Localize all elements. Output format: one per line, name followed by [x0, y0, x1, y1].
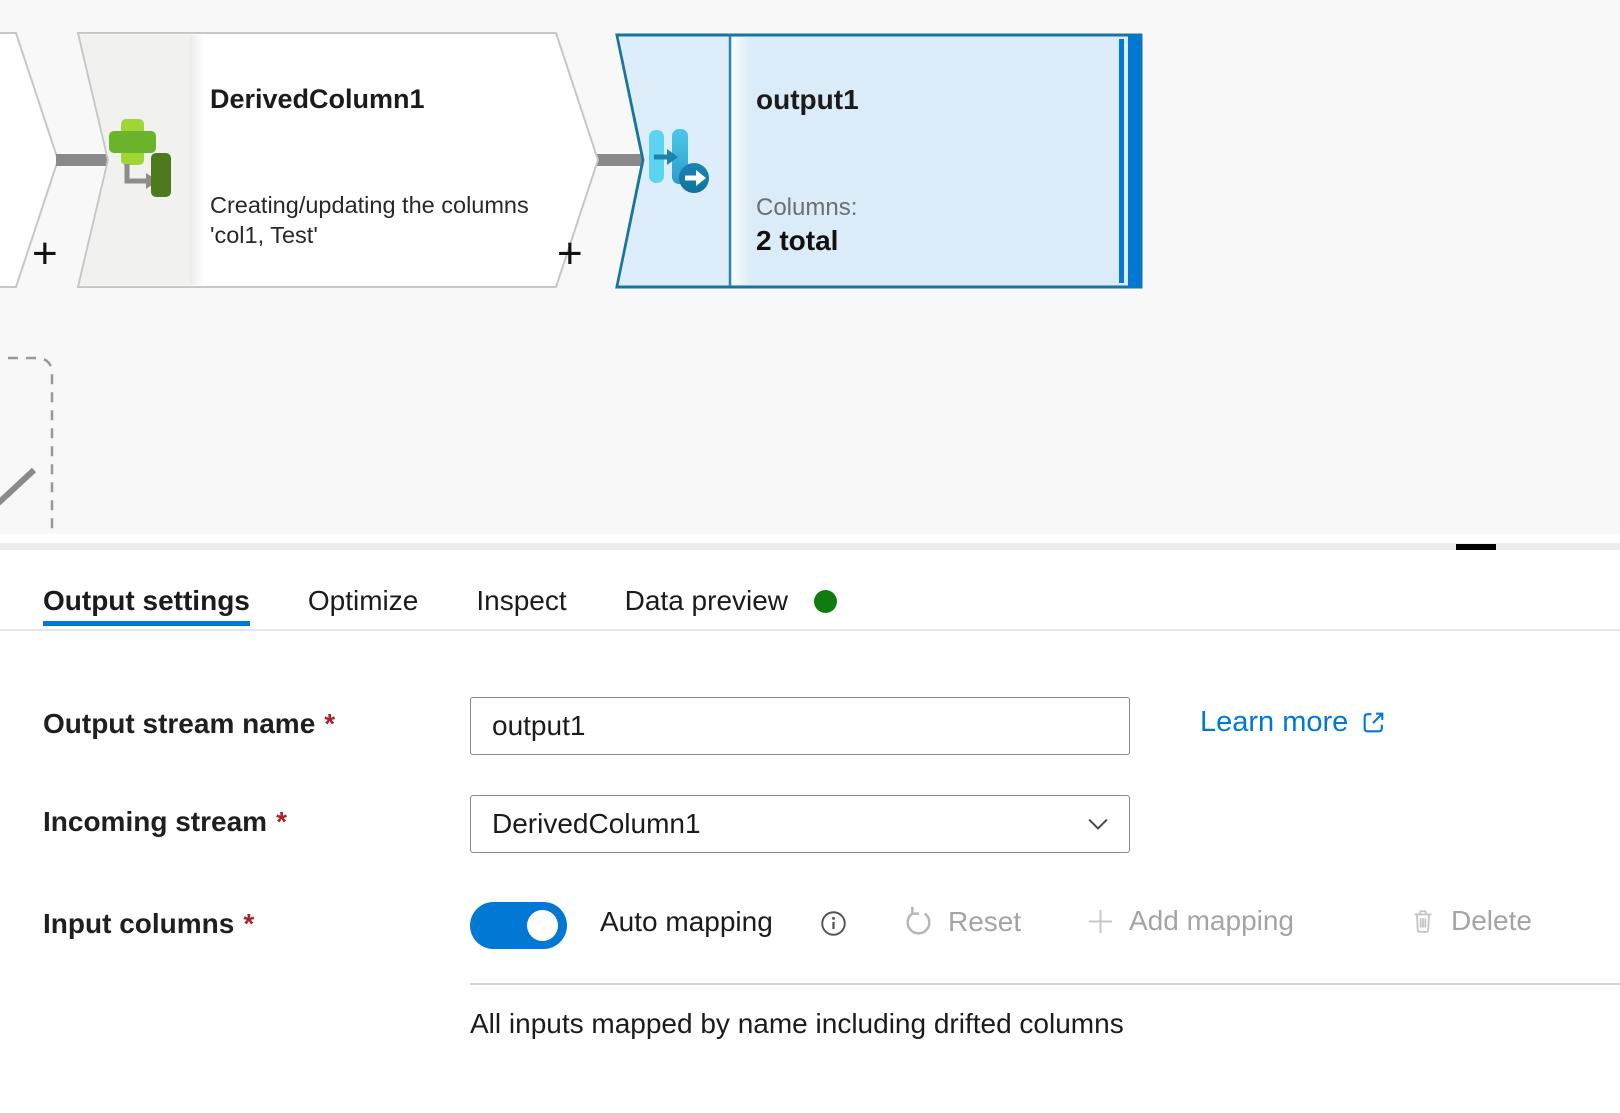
upstream-node-partial[interactable]	[0, 32, 60, 288]
tab-optimize[interactable]: Optimize	[308, 586, 418, 626]
button-label: Delete	[1451, 905, 1532, 936]
add-transformation-button[interactable]: +	[557, 229, 583, 278]
data-preview-status-dot	[814, 589, 838, 613]
mapping-section-divider	[470, 983, 1620, 985]
tab-output-settings[interactable]: Output settings	[43, 586, 250, 626]
output-node-columns-count: 2 total	[756, 225, 839, 256]
panel-resize-handle[interactable]	[1456, 544, 1496, 550]
sink-icon	[649, 129, 709, 193]
output-stream-name-input[interactable]: output1	[470, 697, 1130, 755]
learn-more-link[interactable]: Learn more	[1200, 706, 1387, 739]
derived-node-title: DerivedColumn1	[210, 84, 425, 114]
edge-connector	[588, 154, 648, 166]
output-stream-name-label: Output stream name *	[43, 708, 335, 740]
dataflow-canvas[interactable]: DerivedColumn1 Creating/updating the col…	[0, 0, 1620, 534]
auto-mapping-toggle[interactable]	[470, 902, 567, 949]
derived-node-description: Creating/updating the columns 'col1, Tes…	[210, 192, 529, 248]
derived-column-node[interactable]	[76, 32, 600, 288]
info-icon[interactable]	[820, 910, 847, 942]
plus-icon	[1088, 909, 1113, 933]
required-asterisk: *	[243, 908, 255, 939]
chevron-down-icon	[1088, 818, 1108, 830]
input-value: output1	[492, 710, 586, 741]
tabs-divider	[0, 629, 1620, 631]
tab-data-preview[interactable]: Data preview	[624, 585, 838, 626]
input-columns-label: Input columns *	[43, 908, 254, 940]
label-text: Incoming stream	[43, 806, 268, 837]
selection-strip-thin	[1119, 39, 1124, 283]
auto-mapping-label: Auto mapping	[600, 906, 773, 937]
derived-column-icon	[109, 119, 171, 197]
incoming-edge-line	[0, 467, 37, 506]
trash-icon	[1414, 910, 1432, 933]
reset-button[interactable]: Reset	[902, 905, 1021, 938]
tab-inspect[interactable]: Inspect	[476, 586, 566, 626]
output-node-title: output1	[756, 84, 859, 115]
panel-tabs: Output settings Optimize Inspect Data pr…	[43, 585, 838, 626]
add-mapping-button[interactable]: Add mapping	[1085, 905, 1294, 937]
dropdown-value: DerivedColumn1	[492, 808, 701, 839]
node-settings-panel: Output settings Optimize Inspect Data pr…	[0, 550, 1620, 1113]
required-asterisk: *	[276, 806, 287, 837]
external-link-icon	[1363, 712, 1384, 733]
tab-label: Optimize	[307, 585, 419, 616]
dashed-placeholder-outline	[0, 356, 54, 534]
label-text: Input columns	[43, 908, 235, 939]
selection-strip-thick	[1128, 35, 1141, 287]
panel-splitter[interactable]	[0, 543, 1620, 550]
tab-label: Inspect	[476, 585, 567, 616]
button-label: Reset	[948, 905, 1022, 937]
refresh-icon	[906, 906, 931, 935]
add-transformation-button[interactable]: +	[32, 229, 58, 278]
tab-label: Output settings	[43, 585, 250, 616]
incoming-stream-label: Incoming stream *	[43, 806, 287, 838]
edge-connector	[56, 154, 110, 166]
label-text: Output stream name	[43, 708, 316, 739]
button-label: Add mapping	[1129, 905, 1295, 936]
canvas-panel-gap	[0, 534, 1620, 543]
incoming-stream-dropdown[interactable]: DerivedColumn1	[470, 795, 1130, 853]
delete-button[interactable]: Delete	[1408, 905, 1532, 937]
toggle-knob	[527, 910, 558, 941]
mapping-status-text: All inputs mapped by name including drif…	[470, 1008, 1124, 1039]
output-sink-node[interactable]	[615, 33, 1143, 289]
required-asterisk: *	[324, 708, 336, 739]
link-text: Learn more	[1200, 706, 1349, 738]
canvas-shapes	[0, 32, 1143, 534]
tab-label: Data preview	[624, 585, 789, 616]
output-node-columns-label: Columns:	[756, 194, 858, 221]
